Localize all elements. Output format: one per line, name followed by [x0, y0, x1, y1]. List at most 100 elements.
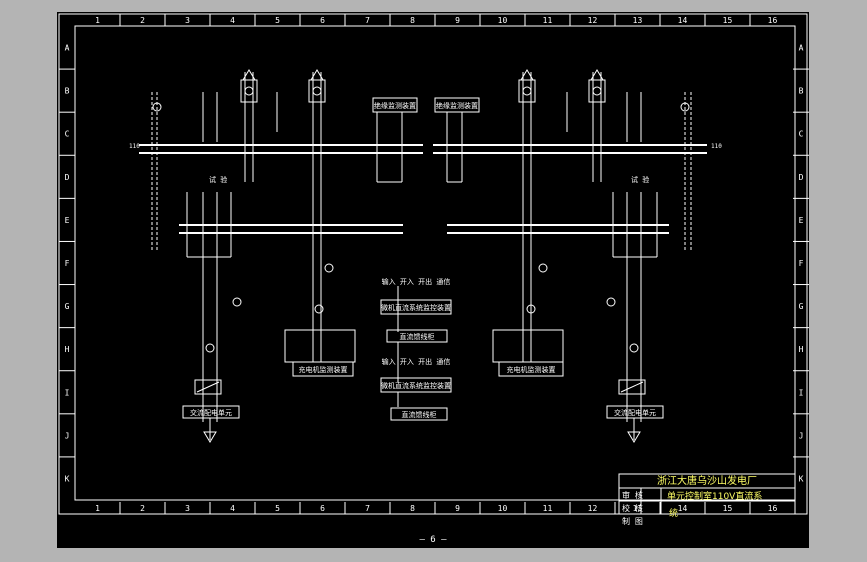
column-marker-bottom: 16 — [768, 504, 778, 513]
drawing-title: 单元控制室110V直流系 — [667, 490, 762, 502]
drawing-title-cont: 统 — [669, 507, 678, 519]
sys-mon-box-top — [380, 299, 452, 315]
column-marker-bottom: 1 — [95, 504, 100, 513]
row-marker-right: J — [799, 431, 804, 440]
row-markers-left: A B C D E F G H I J K — [59, 44, 75, 483]
row-marker-right: E — [799, 216, 804, 225]
row-marker-left: D — [65, 173, 70, 182]
io-label-bottom: 输入 开入 开出 通信 — [382, 357, 451, 366]
outer-frame — [58, 13, 808, 515]
test-label-left: 试 验 — [209, 175, 227, 184]
page-number: — 6 — — [419, 535, 447, 545]
battery-group-left — [284, 329, 356, 363]
column-marker-top: 6 — [320, 16, 325, 25]
row-marker-right: B — [799, 87, 804, 96]
column-marker-bottom: 2 — [140, 504, 145, 513]
column-marker-bottom: 14 — [678, 504, 688, 513]
row-marker-right: H — [799, 345, 804, 354]
inner-frame — [74, 25, 796, 501]
column-marker-bottom: 13 — [633, 504, 643, 513]
company-name: 浙江大唐乌沙山发电厂 — [657, 474, 757, 487]
breaker-tower-4 — [588, 69, 606, 103]
row-marker-left: K — [65, 474, 70, 483]
row-marker-right: D — [799, 173, 804, 182]
ups-box-right — [434, 97, 480, 113]
mon-box-right — [498, 361, 564, 377]
main-bus-lines — [139, 144, 707, 234]
row-marker-right: F — [799, 259, 804, 268]
column-marker-bottom: 4 — [230, 504, 235, 513]
column-marker-bottom: 11 — [543, 504, 553, 513]
dc-panel-box-bottom — [390, 407, 448, 421]
bus-label-left: 110 — [129, 143, 140, 150]
title-row-drawn: 制 图 — [622, 516, 643, 526]
column-marker-top: 4 — [230, 16, 235, 25]
row-marker-left: F — [65, 259, 70, 268]
row-marker-right: A — [799, 44, 804, 53]
column-marker-top: 16 — [768, 16, 778, 25]
column-marker-top: 15 — [723, 16, 733, 25]
row-marker-left: A — [65, 44, 70, 53]
battery-group-right — [492, 329, 564, 363]
row-marker-left: H — [65, 345, 70, 354]
column-marker-top: 5 — [275, 16, 280, 25]
column-marker-top: 2 — [140, 16, 145, 25]
row-marker-right: C — [799, 130, 804, 139]
ac-unit-right — [606, 379, 664, 443]
centre-wiring — [376, 112, 463, 407]
column-marker-bottom: 12 — [588, 504, 598, 513]
breaker-tower-3 — [518, 69, 536, 103]
column-marker-bottom: 7 — [365, 504, 370, 513]
dc-panel-label-top: 直流馈线柜 — [400, 332, 435, 341]
dc-panel-label-bottom: 直流馈线柜 — [402, 410, 437, 419]
ups-label-right: 绝缘监测装置 — [436, 101, 478, 110]
ac-unit-label-left: 交流配电单元 — [190, 408, 232, 417]
title-row-review: 审 核 — [622, 490, 643, 500]
sys-mon-label-top: 微机直流系统监控装置 — [381, 303, 451, 312]
breaker-tower-2 — [308, 69, 326, 103]
mon-label-left: 充电机监测装置 — [299, 365, 348, 374]
mon-box-left — [292, 361, 354, 377]
column-marker-bottom: 3 — [185, 504, 190, 513]
column-marker-top: 9 — [455, 16, 460, 25]
column-marker-top: 11 — [543, 16, 553, 25]
row-marker-left: J — [65, 431, 70, 440]
row-marker-right: K — [799, 474, 804, 483]
column-marker-bottom: 6 — [320, 504, 325, 513]
column-marker-top: 12 — [588, 16, 598, 25]
title-row-check: 校 核 — [622, 503, 643, 513]
mon-label-right: 充电机监测装置 — [507, 365, 556, 374]
column-marker-top: 8 — [410, 16, 415, 25]
sys-mon-box-bottom — [380, 377, 452, 393]
ups-label-left: 绝缘监测装置 — [374, 101, 416, 110]
column-marker-bottom: 9 — [455, 504, 460, 513]
row-marker-left: I — [65, 388, 70, 397]
breaker-tower-1 — [240, 69, 258, 103]
column-marker-top: 7 — [365, 16, 370, 25]
test-label-right: 试 验 — [631, 175, 649, 184]
column-marker-bottom: 8 — [410, 504, 415, 513]
dc-panel-box-top — [386, 329, 448, 343]
column-marker-top: 3 — [185, 16, 190, 25]
row-marker-left: B — [65, 87, 70, 96]
title-block-lines — [618, 473, 796, 515]
row-marker-left: C — [65, 130, 70, 139]
io-label-top: 输入 开入 开出 通信 — [382, 277, 451, 286]
ac-unit-label-right: 交流配电单元 — [614, 408, 656, 417]
left-feeders — [151, 72, 322, 422]
column-marker-top: 13 — [633, 16, 643, 25]
column-marker-bottom: 10 — [498, 504, 508, 513]
column-marker-top: 14 — [678, 16, 688, 25]
row-marker-left: E — [65, 216, 70, 225]
column-marker-top: 10 — [498, 16, 508, 25]
sys-mon-label-bottom: 微机直流系统监控装置 — [381, 381, 451, 390]
column-marker-bottom: 5 — [275, 504, 280, 513]
row-marker-left: G — [65, 302, 70, 311]
column-marker-bottom: 15 — [723, 504, 733, 513]
ups-box-left — [372, 97, 418, 113]
